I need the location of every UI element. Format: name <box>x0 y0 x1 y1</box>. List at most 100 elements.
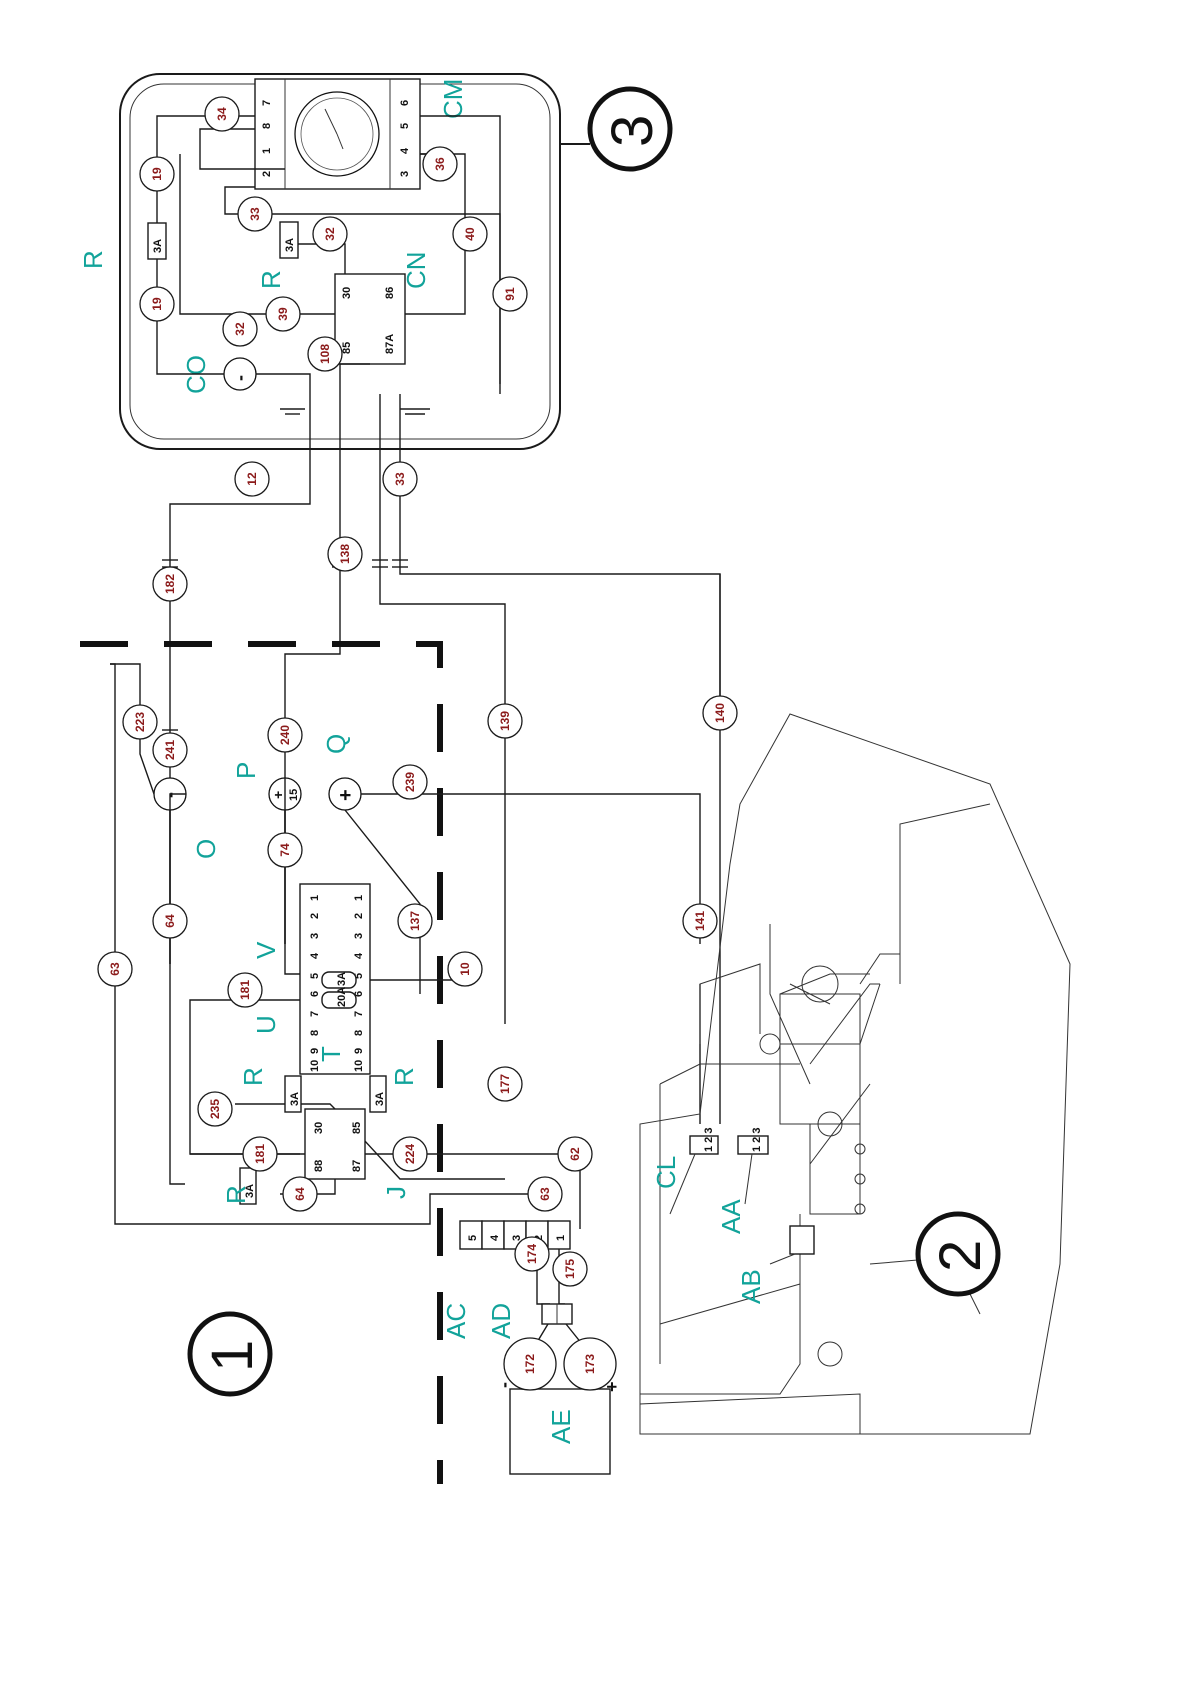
wire-number-circle <box>222 311 258 347</box>
label-cn: CN <box>401 251 431 289</box>
wire-number-19: 19 <box>139 286 175 322</box>
wire-number-19: 19 <box>139 156 175 192</box>
pole-p-num: 15 <box>288 789 300 801</box>
label-aa: AA <box>716 1199 746 1234</box>
label-r3: R <box>238 1067 268 1086</box>
wire-number-circle <box>492 276 528 312</box>
zone-2-number: 2 <box>928 1240 993 1272</box>
clock-cm-hand <box>336 133 344 150</box>
label-ad: AD <box>486 1303 516 1339</box>
wire-number-circle <box>152 903 188 939</box>
wire-number-circle <box>397 903 433 939</box>
wire-number-circle <box>487 703 523 739</box>
wire-235-path <box>235 1103 336 1110</box>
zone-marker-1: 1 <box>187 1311 273 1397</box>
wire-number-text: 39 <box>276 307 290 321</box>
zone-1-boundary <box>80 641 443 1484</box>
wire-number-239: 239 <box>392 764 428 800</box>
battery-plus-sign: + <box>602 1381 622 1392</box>
clock-cm-hand <box>324 108 338 135</box>
wire-number-108: 108 <box>307 336 343 372</box>
fuse-r4-text: 3A <box>374 1092 386 1106</box>
wire-137-path <box>344 809 421 994</box>
fusebox-right-1: 1 <box>353 895 365 901</box>
wire-241-path <box>169 793 186 964</box>
wire-number-241: 241 <box>152 732 188 768</box>
pole-co <box>223 357 257 391</box>
wire-number-text: 74 <box>278 843 292 857</box>
wire-number-text: 137 <box>408 911 422 931</box>
fuse-r1 <box>147 222 167 260</box>
terminal-block-ac: 5 4 3 2 1 <box>459 1220 571 1250</box>
wire-number-text: 175 <box>563 1259 577 1279</box>
label-ae: AE <box>546 1409 576 1444</box>
wire-number-text: 64 <box>293 1187 307 1201</box>
label-r4: R <box>389 1067 419 1086</box>
fusebox-left-5: 5 <box>309 973 321 979</box>
wire-number-circle <box>139 156 175 192</box>
wire-number-140: 140 <box>702 695 738 731</box>
wire-number-circle <box>234 461 270 497</box>
wire-number-text: 91 <box>503 287 517 301</box>
wire-number-32: 32 <box>222 311 258 347</box>
fusebox-left-8: 8 <box>309 1030 321 1036</box>
label-ac: AC <box>441 1303 471 1339</box>
label-q: Q <box>321 734 351 754</box>
label-r5: R <box>221 1185 251 1204</box>
fusebox-left-9: 9 <box>309 1048 321 1054</box>
fusebox-left-3: 3 <box>309 933 321 939</box>
fusebox-right-5: 5 <box>353 973 365 979</box>
fusebox-left-6: 6 <box>309 991 321 997</box>
relay-j-pin-87: 87 <box>351 1160 363 1172</box>
wire-number-33: 33 <box>382 461 418 497</box>
clock-pin-3: 3 <box>399 171 411 177</box>
relay-j-pin-88: 88 <box>313 1160 325 1172</box>
fusebox-right-2: 2 <box>353 913 365 919</box>
fusebox-left-pins: 1 2 3 4 5 6 7 8 9 10 <box>309 895 321 1072</box>
wire-number-circle <box>327 536 363 572</box>
wire-number-text: 63 <box>538 1187 552 1201</box>
wire-number-text: 141 <box>693 911 707 931</box>
wire-number-12: 12 <box>234 461 270 497</box>
zone-3-number: 3 <box>600 115 665 147</box>
label-r1: R <box>78 250 108 269</box>
fusebox-right-pins: 1 2 3 4 5 6 7 8 9 10 <box>353 895 365 1072</box>
fusebox-left-4: 4 <box>309 952 321 959</box>
wire-number-139: 139 <box>487 703 523 739</box>
fuse-r5-text: 3A <box>244 1184 256 1198</box>
connector-aa-text: 1 2 3 <box>751 1128 763 1152</box>
leader-cl <box>669 1153 696 1215</box>
wire-number-33: 33 <box>237 196 273 232</box>
wire-number-32: 32 <box>312 216 348 252</box>
clock-pin-8: 8 <box>261 123 273 129</box>
wire-number-text: 33 <box>393 472 407 486</box>
wire-number-64: 64 <box>152 903 188 939</box>
wire-number-circle <box>452 216 488 252</box>
wire-239-path <box>361 793 701 944</box>
wire-number-text: 63 <box>108 962 122 976</box>
zone-marker-2: 2 <box>915 1211 1001 1297</box>
wire-number-text: 181 <box>253 1144 267 1164</box>
label-cm: CM <box>438 79 468 119</box>
wire-number-172: 172 <box>503 1337 557 1391</box>
connector-cl-text: 1 2 3 <box>703 1128 715 1152</box>
wire-number-74: 74 <box>267 832 303 868</box>
wire-number-circle <box>702 695 738 731</box>
fusebox-left-1: 1 <box>309 895 321 901</box>
connector-ab <box>789 1225 815 1255</box>
wire-63-path <box>110 663 540 1225</box>
clock-pin-7: 7 <box>261 100 273 106</box>
fusebox-right-8: 8 <box>353 1030 365 1036</box>
fusebox-left-10: 10 <box>309 1060 321 1072</box>
wire-64-path <box>169 810 185 1185</box>
wire-number-text: 12 <box>245 472 259 486</box>
wire-139-harness <box>379 394 506 1024</box>
fusebox-right-10: 10 <box>353 1060 365 1072</box>
wire-number-circle <box>197 1091 233 1127</box>
pole-co-sign: - <box>230 375 250 381</box>
leader-aa <box>744 1153 753 1205</box>
wire-number-circle <box>682 903 718 939</box>
wire-number-text: 64 <box>163 914 177 928</box>
pole-p-sign: + <box>270 791 286 799</box>
